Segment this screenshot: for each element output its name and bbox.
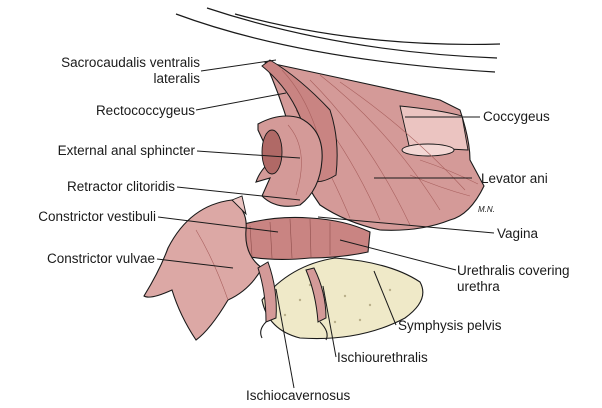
vestibule-vagina <box>229 216 371 260</box>
label-sacrocaudalis-line-2: lateralis <box>153 71 200 86</box>
label-vagina: Vagina <box>497 226 539 241</box>
label-retractor-clitoridis: Retractor clitoridis <box>67 179 175 194</box>
label-ischiourethralis: Ischiourethralis <box>337 350 428 365</box>
label-constrictor-vestibuli: Constrictor vestibuli <box>38 209 156 224</box>
label-urethralis-line-1: Urethralis covering <box>457 263 570 278</box>
vertebral-outline <box>175 7 501 73</box>
label-constrictor-vulvae: Constrictor vulvae <box>47 251 155 266</box>
external-anal-sphincter-muscle <box>255 115 323 207</box>
leader-lines <box>156 59 495 389</box>
label-external-anal-sphincter: External anal sphincter <box>58 143 196 158</box>
label-symphysis-pelvis: Symphysis pelvis <box>398 318 502 333</box>
constrictor-vulvae-muscle <box>143 195 263 341</box>
label-ischiocavernosus: Ischiocavernosus <box>246 388 351 403</box>
label-rectococcygeus: Rectococcygeus <box>96 103 195 118</box>
label-sacrocaudalis-line-1: Sacrocaudalis ventralis <box>61 55 200 70</box>
label-coccygeus: Coccygeus <box>483 109 550 124</box>
label-urethralis-line-2: urethra <box>457 279 500 294</box>
artist-signature: M.N. <box>478 205 495 214</box>
label-levator-ani: Levator ani <box>481 171 548 186</box>
